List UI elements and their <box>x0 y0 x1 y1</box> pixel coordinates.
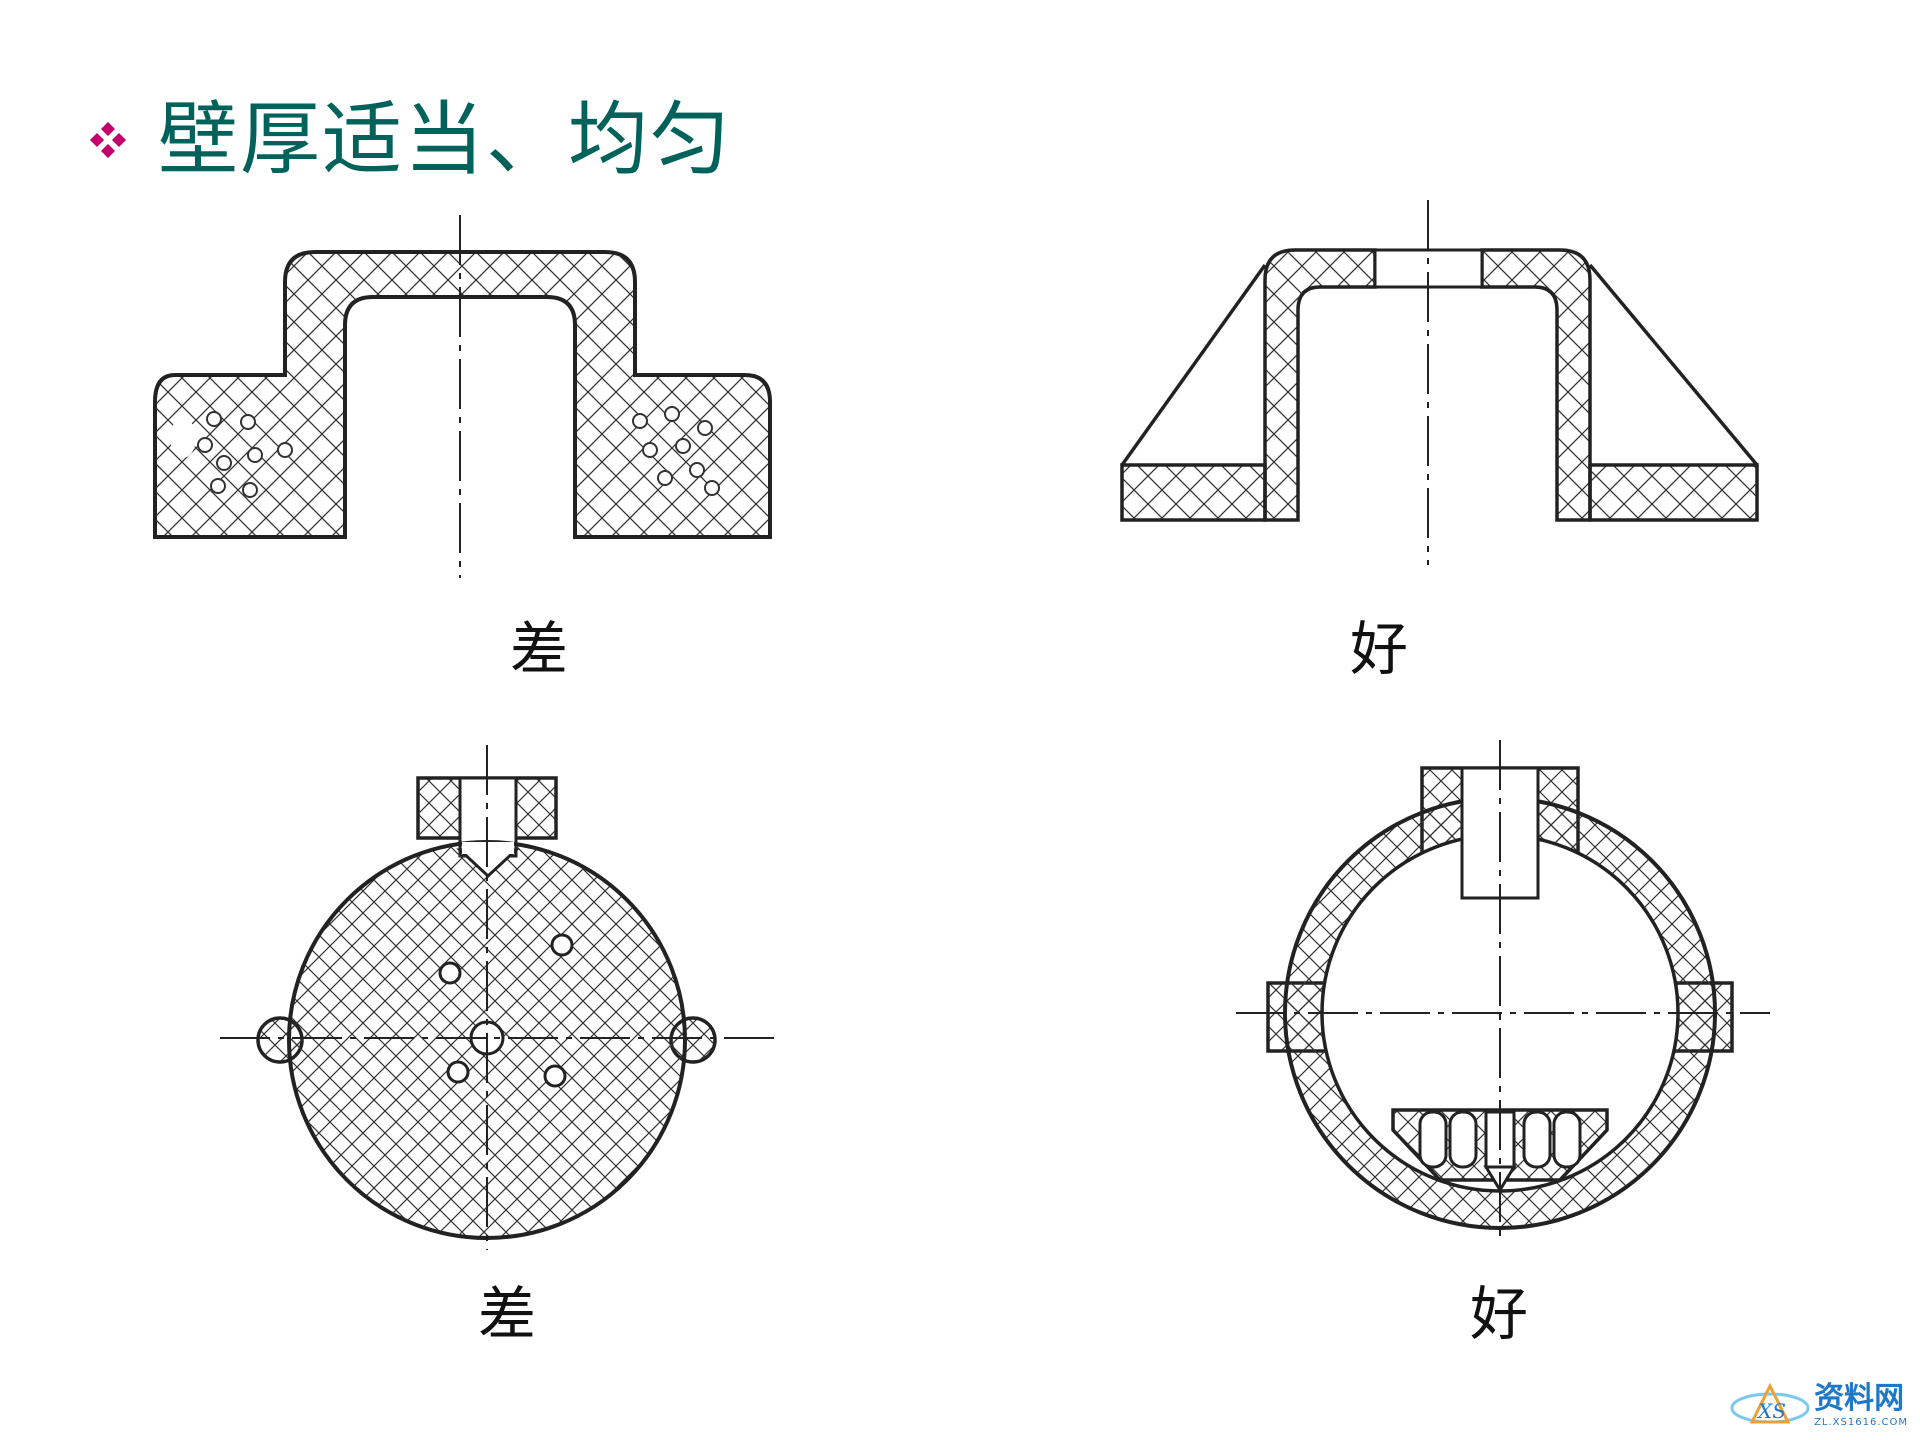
slide-title-row: 壁厚适当、均匀 <box>88 100 732 180</box>
svg-text:XS: XS <box>1756 1399 1786 1423</box>
page-title: 壁厚适当、均匀 <box>158 93 732 186</box>
caption-top-left: 差 <box>510 615 569 683</box>
caption-bottom-left: 差 <box>478 1280 537 1348</box>
caption-top-right: 好 <box>1350 615 1409 683</box>
bottom-left-bad-section <box>220 745 775 1250</box>
four-diamond-bullet-icon <box>90 122 126 158</box>
xs-logo-icon: XS <box>1730 1382 1810 1424</box>
caption-bottom-right: 好 <box>1470 1280 1529 1348</box>
top-left-bad-section <box>153 215 772 578</box>
bottom-right-good-section <box>1236 740 1770 1240</box>
watermark-sub-text: ZL.XS1616.COM <box>1814 1417 1908 1428</box>
watermark-main-text: 资料网 <box>1814 1381 1905 1416</box>
top-right-good-section <box>1120 200 1759 565</box>
site-watermark: XS 资料网 ZL.XS1616.COM <box>1728 1382 1908 1430</box>
